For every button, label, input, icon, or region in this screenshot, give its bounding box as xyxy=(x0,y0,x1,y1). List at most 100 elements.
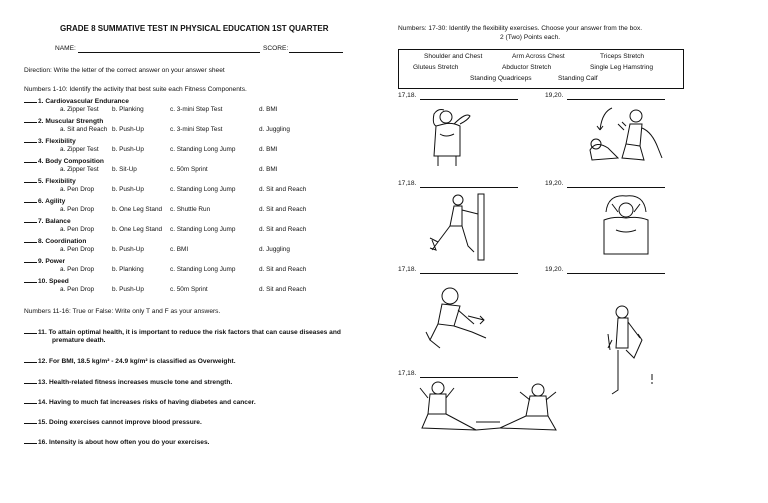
score-line[interactable] xyxy=(289,52,343,53)
tf-text: 12. For BMI, 18.5 kg/m² - 24.9 kg/m² is … xyxy=(38,358,236,365)
option-a: a. Pen Drop xyxy=(60,266,95,273)
name-line[interactable] xyxy=(78,52,260,53)
tf-item-12: 12. For BMI, 18.5 kg/m² - 24.9 kg/m² is … xyxy=(24,356,236,366)
option-a: a. Pen Drop xyxy=(60,206,95,213)
option-a: a. Zipper Test xyxy=(60,166,99,173)
option-a: a. Pen Drop xyxy=(60,186,95,193)
answer-choices-box xyxy=(398,49,684,89)
question-text: 1. Cardiovascular Endurance xyxy=(38,98,129,105)
option-b: b. Push-Up xyxy=(112,126,144,133)
option-c: c. 50m Sprint xyxy=(170,166,208,173)
label-19-20-c: 19,20. xyxy=(545,266,564,273)
tf-text-continued: premature death. xyxy=(52,337,106,344)
answer-line-3[interactable] xyxy=(420,187,518,188)
option-b: b. One Leg Stand xyxy=(112,206,163,213)
question-text: 5. Flexibility xyxy=(38,178,76,185)
option-a: a. Pen Drop xyxy=(60,286,95,293)
answer-blank[interactable] xyxy=(24,437,37,444)
answer-line-1[interactable] xyxy=(420,99,518,100)
tf-item-13: 13. Health-related fitness increases mus… xyxy=(24,377,232,387)
stretch-figure-2 xyxy=(589,107,663,161)
label-19-20-a: 19,20. xyxy=(545,92,564,99)
tf-item-16: 16. Intensity is about how often you do … xyxy=(24,437,209,447)
question-text: 9. Power xyxy=(38,258,66,265)
stretch-figure-3 xyxy=(429,193,485,261)
label-19-20-b: 19,20. xyxy=(545,180,564,187)
option-d: d. BMI xyxy=(259,106,278,113)
answer-blank[interactable] xyxy=(24,196,37,203)
option-d: d. BMI xyxy=(259,166,278,173)
question-9: 9. Power xyxy=(24,256,65,266)
option-d: d. Sit and Reach xyxy=(259,266,307,273)
answer-blank[interactable] xyxy=(24,356,37,363)
tf-text: 15. Doing exercises cannot improve blood… xyxy=(38,419,202,426)
option-b: b. Planking xyxy=(112,106,144,113)
answer-blank[interactable] xyxy=(24,96,37,103)
option-b: b. Push-Up xyxy=(112,286,144,293)
answer-line-2[interactable] xyxy=(567,99,665,100)
option-b: b. Sit-Up xyxy=(112,166,137,173)
question-text: 3. Flexibility xyxy=(38,138,76,145)
label-17-18-d: 17,18. xyxy=(398,370,417,377)
option-b: b. Push-Up xyxy=(112,146,144,153)
stretch-figure-1 xyxy=(432,109,471,166)
choice-arm-across-chest: Arm Across Chest xyxy=(512,53,565,60)
question-5: 5. Flexibility xyxy=(24,176,76,186)
option-b: b. Planking xyxy=(112,266,144,273)
option-d: d. Juggling xyxy=(259,126,290,133)
answer-blank[interactable] xyxy=(24,136,37,143)
question-2: 2. Muscular Strength xyxy=(24,116,103,126)
answer-line-5[interactable] xyxy=(420,273,518,274)
option-b: b. One Leg Stand xyxy=(112,226,163,233)
option-c: c. 3-mini Step Test xyxy=(170,126,223,133)
answer-blank[interactable] xyxy=(24,377,37,384)
question-text: 7. Balance xyxy=(38,218,71,225)
test-title: GRADE 8 SUMMATIVE TEST IN PHYSICAL EDUCA… xyxy=(60,24,329,33)
option-c: c. 3-mini Step Test xyxy=(170,106,223,113)
answer-blank[interactable] xyxy=(24,256,37,263)
answer-blank[interactable] xyxy=(24,236,37,243)
answer-line-7[interactable] xyxy=(420,377,518,378)
answer-line-4[interactable] xyxy=(567,187,665,188)
option-c: c. Standing Long Jump xyxy=(170,186,236,193)
option-a: a. Pen Drop xyxy=(60,226,95,233)
stretch-figure-6 xyxy=(607,305,653,395)
tf-item-15: 15. Doing exercises cannot improve blood… xyxy=(24,417,202,427)
question-4: 4. Body Composition xyxy=(24,156,104,166)
option-c: c. Standing Long Jump xyxy=(170,226,236,233)
tf-text: 16. Intensity is about how often you do … xyxy=(38,439,210,446)
answer-blank[interactable] xyxy=(24,327,37,334)
option-d: d. Juggling xyxy=(259,246,290,253)
answer-blank[interactable] xyxy=(24,276,37,283)
option-d: d. Sit and Reach xyxy=(259,206,307,213)
choice-abductor-stretch: Abductor Stretch xyxy=(502,64,552,71)
option-d: d. Sit and Reach xyxy=(259,286,307,293)
answer-blank[interactable] xyxy=(24,397,37,404)
answer-line-6[interactable] xyxy=(567,273,665,274)
tf-text: 13. Health-related fitness increases mus… xyxy=(38,379,233,386)
option-a: a. Zipper Test xyxy=(60,146,99,153)
question-text: 4. Body Composition xyxy=(38,158,104,165)
choice-standing-calf: Standing Calf xyxy=(558,75,598,82)
label-17-18-c: 17,18. xyxy=(398,266,417,273)
question-10: 10. Speed xyxy=(24,276,69,286)
option-c: c. Shuttle Run xyxy=(170,206,211,213)
question-8: 8. Coordination xyxy=(24,236,86,246)
part3-instruction-1: Numbers: 17-30: Identify the flexibility… xyxy=(398,25,643,32)
answer-blank[interactable] xyxy=(24,216,37,223)
part2-instruction: Numbers 11-16: True or False: Write only… xyxy=(24,308,221,315)
tf-text: 11. To attain optimal health, it is impo… xyxy=(38,329,341,336)
option-c: c. Standing Long Jump xyxy=(170,146,236,153)
answer-blank[interactable] xyxy=(24,417,37,424)
score-label: SCORE: xyxy=(263,45,289,52)
tf-text: 14. Having to much fat increases risks o… xyxy=(38,399,256,406)
option-d: d. BMI xyxy=(259,146,278,153)
answer-blank[interactable] xyxy=(24,156,37,163)
option-c: c. Standing Long Jump xyxy=(170,266,236,273)
tf-item-11: 11. To attain optimal health, it is impo… xyxy=(24,327,341,337)
choice-shoulder-chest: Shoulder and Chest xyxy=(424,53,483,60)
question-6: 6. Agility xyxy=(24,196,65,206)
answer-blank[interactable] xyxy=(24,176,37,183)
question-text: 6. Agility xyxy=(38,198,66,205)
answer-blank[interactable] xyxy=(24,116,37,123)
